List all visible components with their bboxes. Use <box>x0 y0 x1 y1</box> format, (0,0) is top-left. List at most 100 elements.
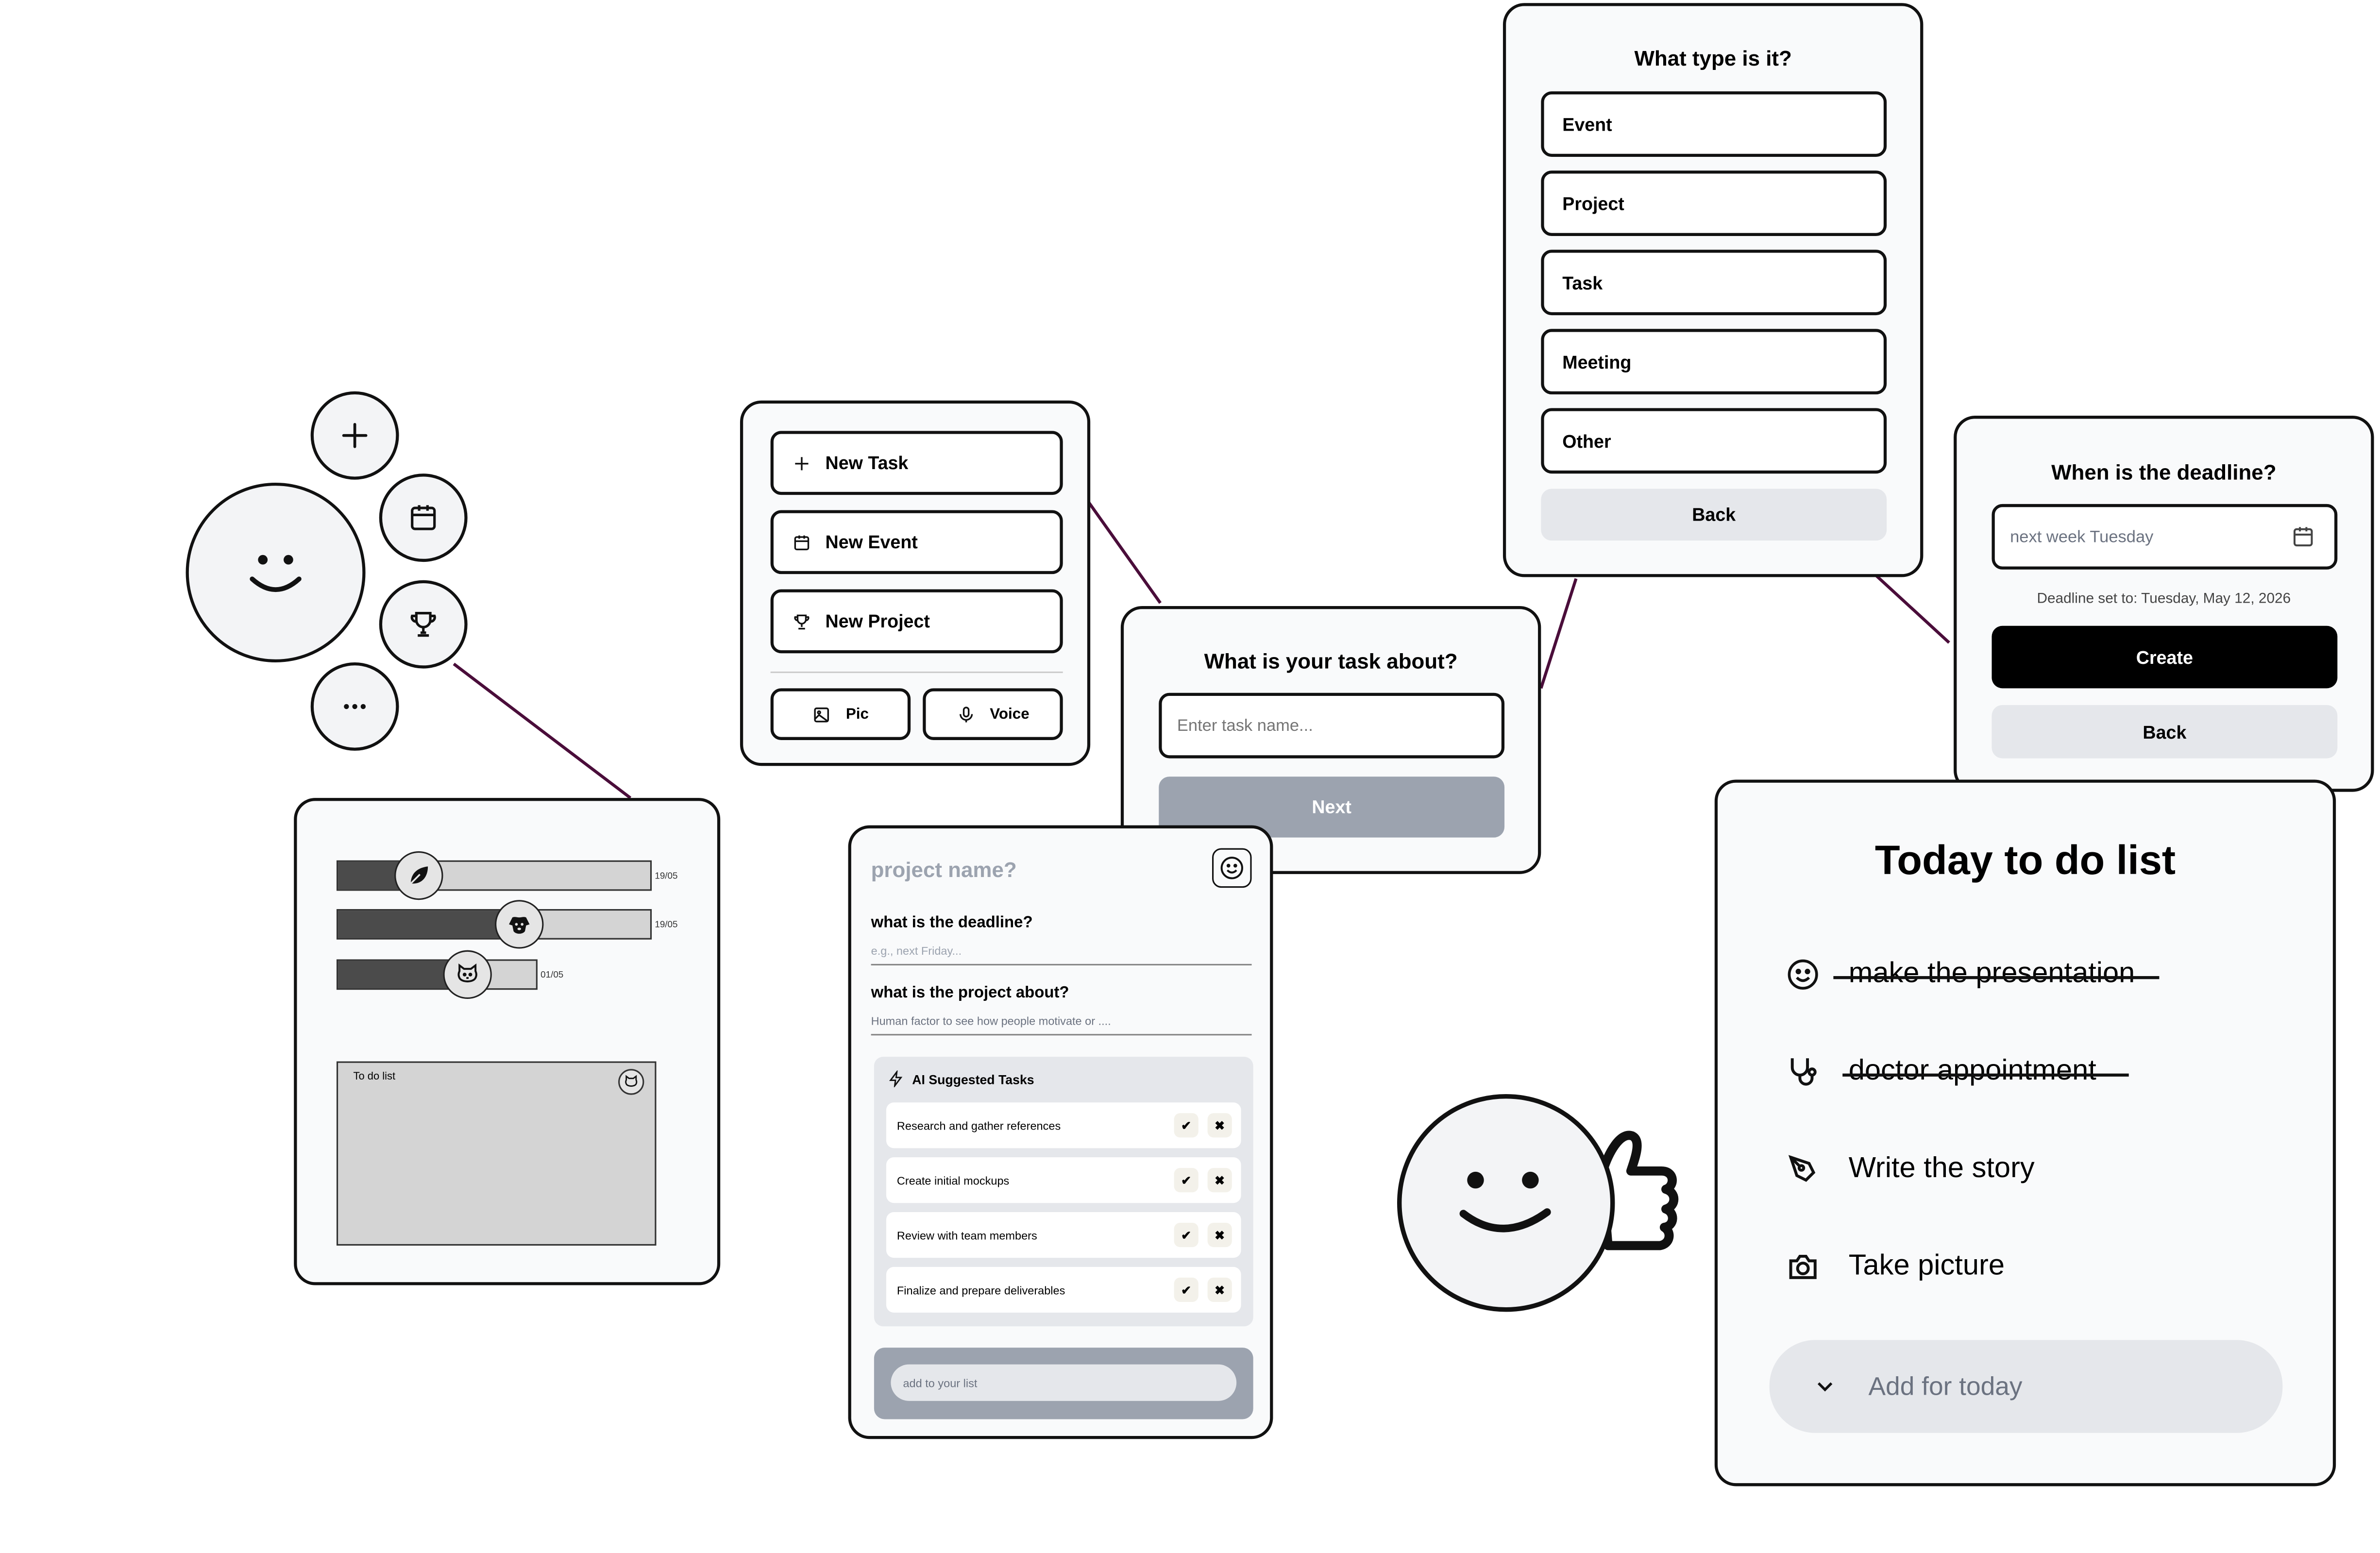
todo-item-label: make the presentation <box>1848 958 2135 990</box>
suggestion-item: Create initial mockups ✔ ✖ <box>886 1157 1241 1203</box>
reject-suggestion-button[interactable]: ✖ <box>1207 1277 1232 1302</box>
thumbs-up-smiley <box>1393 1092 1698 1320</box>
todo-item-label: Take picture <box>1848 1250 2005 1283</box>
strikethrough-line <box>1833 976 2160 979</box>
new-project-label: New Project <box>825 610 930 632</box>
accept-suggestion-button[interactable]: ✔ <box>1174 1113 1198 1138</box>
connector-about-to-type <box>1539 578 1578 689</box>
progress-date: 19/05 <box>655 921 678 930</box>
suggestion-item: Review with team members ✔ ✖ <box>886 1212 1241 1258</box>
suggestion-label: Research and gather references <box>896 1118 1061 1132</box>
accept-suggestion-button[interactable]: ✔ <box>1174 1168 1198 1193</box>
progress-date: 19/05 <box>655 872 678 882</box>
task-about-card: What is your task about? Next <box>1120 606 1541 874</box>
calendar-button[interactable] <box>379 473 468 562</box>
type-option-meeting[interactable]: Meeting <box>1541 329 1887 395</box>
todo-list-label: To do list <box>353 1072 396 1083</box>
deadline-note: Deadline set to: Tuesday, May 12, 2026 <box>2037 591 2291 608</box>
cat-icon <box>456 963 477 982</box>
calendar-icon[interactable] <box>2290 524 2316 550</box>
new-event-button[interactable]: New Event <box>770 510 1063 574</box>
trophy-icon <box>794 614 810 629</box>
todo-item-presentation[interactable]: make the presentation <box>1785 947 2135 1002</box>
trophy-icon <box>410 612 436 637</box>
project-about-input[interactable]: Human factor to see how people motivate … <box>871 1014 1252 1036</box>
voice-button[interactable]: Voice <box>923 688 1063 740</box>
reject-suggestion-button[interactable]: ✖ <box>1207 1113 1232 1138</box>
todo-item-label: Write the story <box>1848 1152 2035 1185</box>
todo-item-doctor[interactable]: doctor appointment <box>1785 1045 2096 1099</box>
leaf-icon <box>410 866 429 884</box>
new-task-label: New Task <box>825 452 909 474</box>
new-task-button[interactable]: New Task <box>770 431 1063 495</box>
progress-handle[interactable] <box>442 950 491 999</box>
trophy-button[interactable] <box>379 580 468 669</box>
accept-suggestion-button[interactable]: ✔ <box>1174 1222 1198 1248</box>
todo-list-box: To do list <box>336 1061 657 1246</box>
type-picker-title: What type is it? <box>1634 46 1792 70</box>
pen-icon <box>1788 1155 1816 1182</box>
add-to-list-bar: add to your list <box>874 1348 1253 1419</box>
progress-bar-3[interactable] <box>336 950 538 999</box>
smiley-icon <box>1220 857 1243 879</box>
type-option-event[interactable]: Event <box>1541 91 1887 157</box>
progress-handle[interactable] <box>494 900 544 949</box>
ai-suggestions-title: AI Suggested Tasks <box>912 1071 1034 1087</box>
about-question: what is the project about? <box>871 983 1069 1002</box>
menu-divider <box>770 671 1063 673</box>
accept-suggestion-button[interactable]: ✔ <box>1174 1277 1198 1302</box>
type-back-button[interactable]: Back <box>1541 489 1887 541</box>
task-name-input[interactable] <box>1159 692 1505 759</box>
deadline-title: When is the deadline? <box>2051 459 2277 485</box>
ai-suggestions-panel: AI Suggested Tasks Research and gather r… <box>874 1057 1253 1327</box>
project-deadline-input[interactable]: e.g., next Friday... <box>871 944 1252 966</box>
create-button[interactable]: Create <box>1992 625 2338 689</box>
deadline-input[interactable]: next week Tuesday <box>1992 504 2338 570</box>
project-card: project name? what is the deadline? e.g.… <box>848 825 1273 1439</box>
project-name-input[interactable]: project name? <box>871 857 1017 882</box>
ai-suggestions-header: AI Suggested Tasks <box>888 1070 1034 1087</box>
camera-icon <box>1789 1254 1817 1279</box>
pic-label: Pic <box>845 706 869 723</box>
type-picker-card: What type is it? Event Project Task Meet… <box>1502 3 1924 577</box>
dog-icon <box>508 917 530 934</box>
new-project-button[interactable]: New Project <box>770 589 1063 654</box>
stethoscope-icon <box>1790 1058 1817 1086</box>
suggestion-item: Finalize and prepare deliverables ✔ ✖ <box>886 1266 1241 1313</box>
type-option-task[interactable]: Task <box>1541 250 1887 316</box>
suggestion-item: Research and gather references ✔ ✖ <box>886 1102 1241 1148</box>
add-for-today-label: Add for today <box>1868 1371 2023 1401</box>
chevron-down-icon <box>1817 1382 1833 1392</box>
calendar-icon <box>794 535 810 550</box>
type-option-other[interactable]: Other <box>1541 408 1887 474</box>
voice-label: Voice <box>990 706 1030 723</box>
more-dots-icon <box>344 704 366 709</box>
reject-suggestion-button[interactable]: ✖ <box>1207 1222 1232 1248</box>
deadline-back-button[interactable]: Back <box>1992 705 2338 759</box>
reject-suggestion-button[interactable]: ✖ <box>1207 1168 1232 1193</box>
add-for-today-button[interactable]: Add for today <box>1769 1340 2283 1433</box>
new-item-menu: New Task New Event New Project Pic Voice <box>740 400 1091 766</box>
project-emoji-button[interactable] <box>1212 848 1252 888</box>
new-event-label: New Event <box>825 531 918 553</box>
task-about-title: What is your task about? <box>1204 648 1458 673</box>
progress-handle[interactable] <box>395 851 444 900</box>
todo-list-cat-button[interactable] <box>618 1069 644 1095</box>
smiley-face-icon <box>250 555 302 592</box>
progress-bar-2[interactable] <box>336 900 652 949</box>
add-button[interactable] <box>310 391 399 480</box>
deadline-input-value: next week Tuesday <box>2010 528 2154 547</box>
deadline-card: When is the deadline? next week Tuesday … <box>1954 416 2374 792</box>
today-todo-card: Today to do list make the presentation d… <box>1714 779 2336 1486</box>
todo-item-picture[interactable]: Take picture <box>1785 1239 2005 1294</box>
progress-bar-1[interactable] <box>336 851 652 900</box>
add-to-list-input[interactable]: add to your list <box>891 1364 1237 1401</box>
more-button[interactable] <box>310 662 399 751</box>
strikethrough-line <box>1842 1073 2129 1077</box>
plus-icon <box>795 456 809 470</box>
connector-menu-to-progress <box>453 662 632 799</box>
type-option-project[interactable]: Project <box>1541 170 1887 236</box>
todo-item-story[interactable]: Write the story <box>1785 1142 2035 1197</box>
microphone-icon <box>960 706 973 722</box>
pic-button[interactable]: Pic <box>770 688 911 740</box>
